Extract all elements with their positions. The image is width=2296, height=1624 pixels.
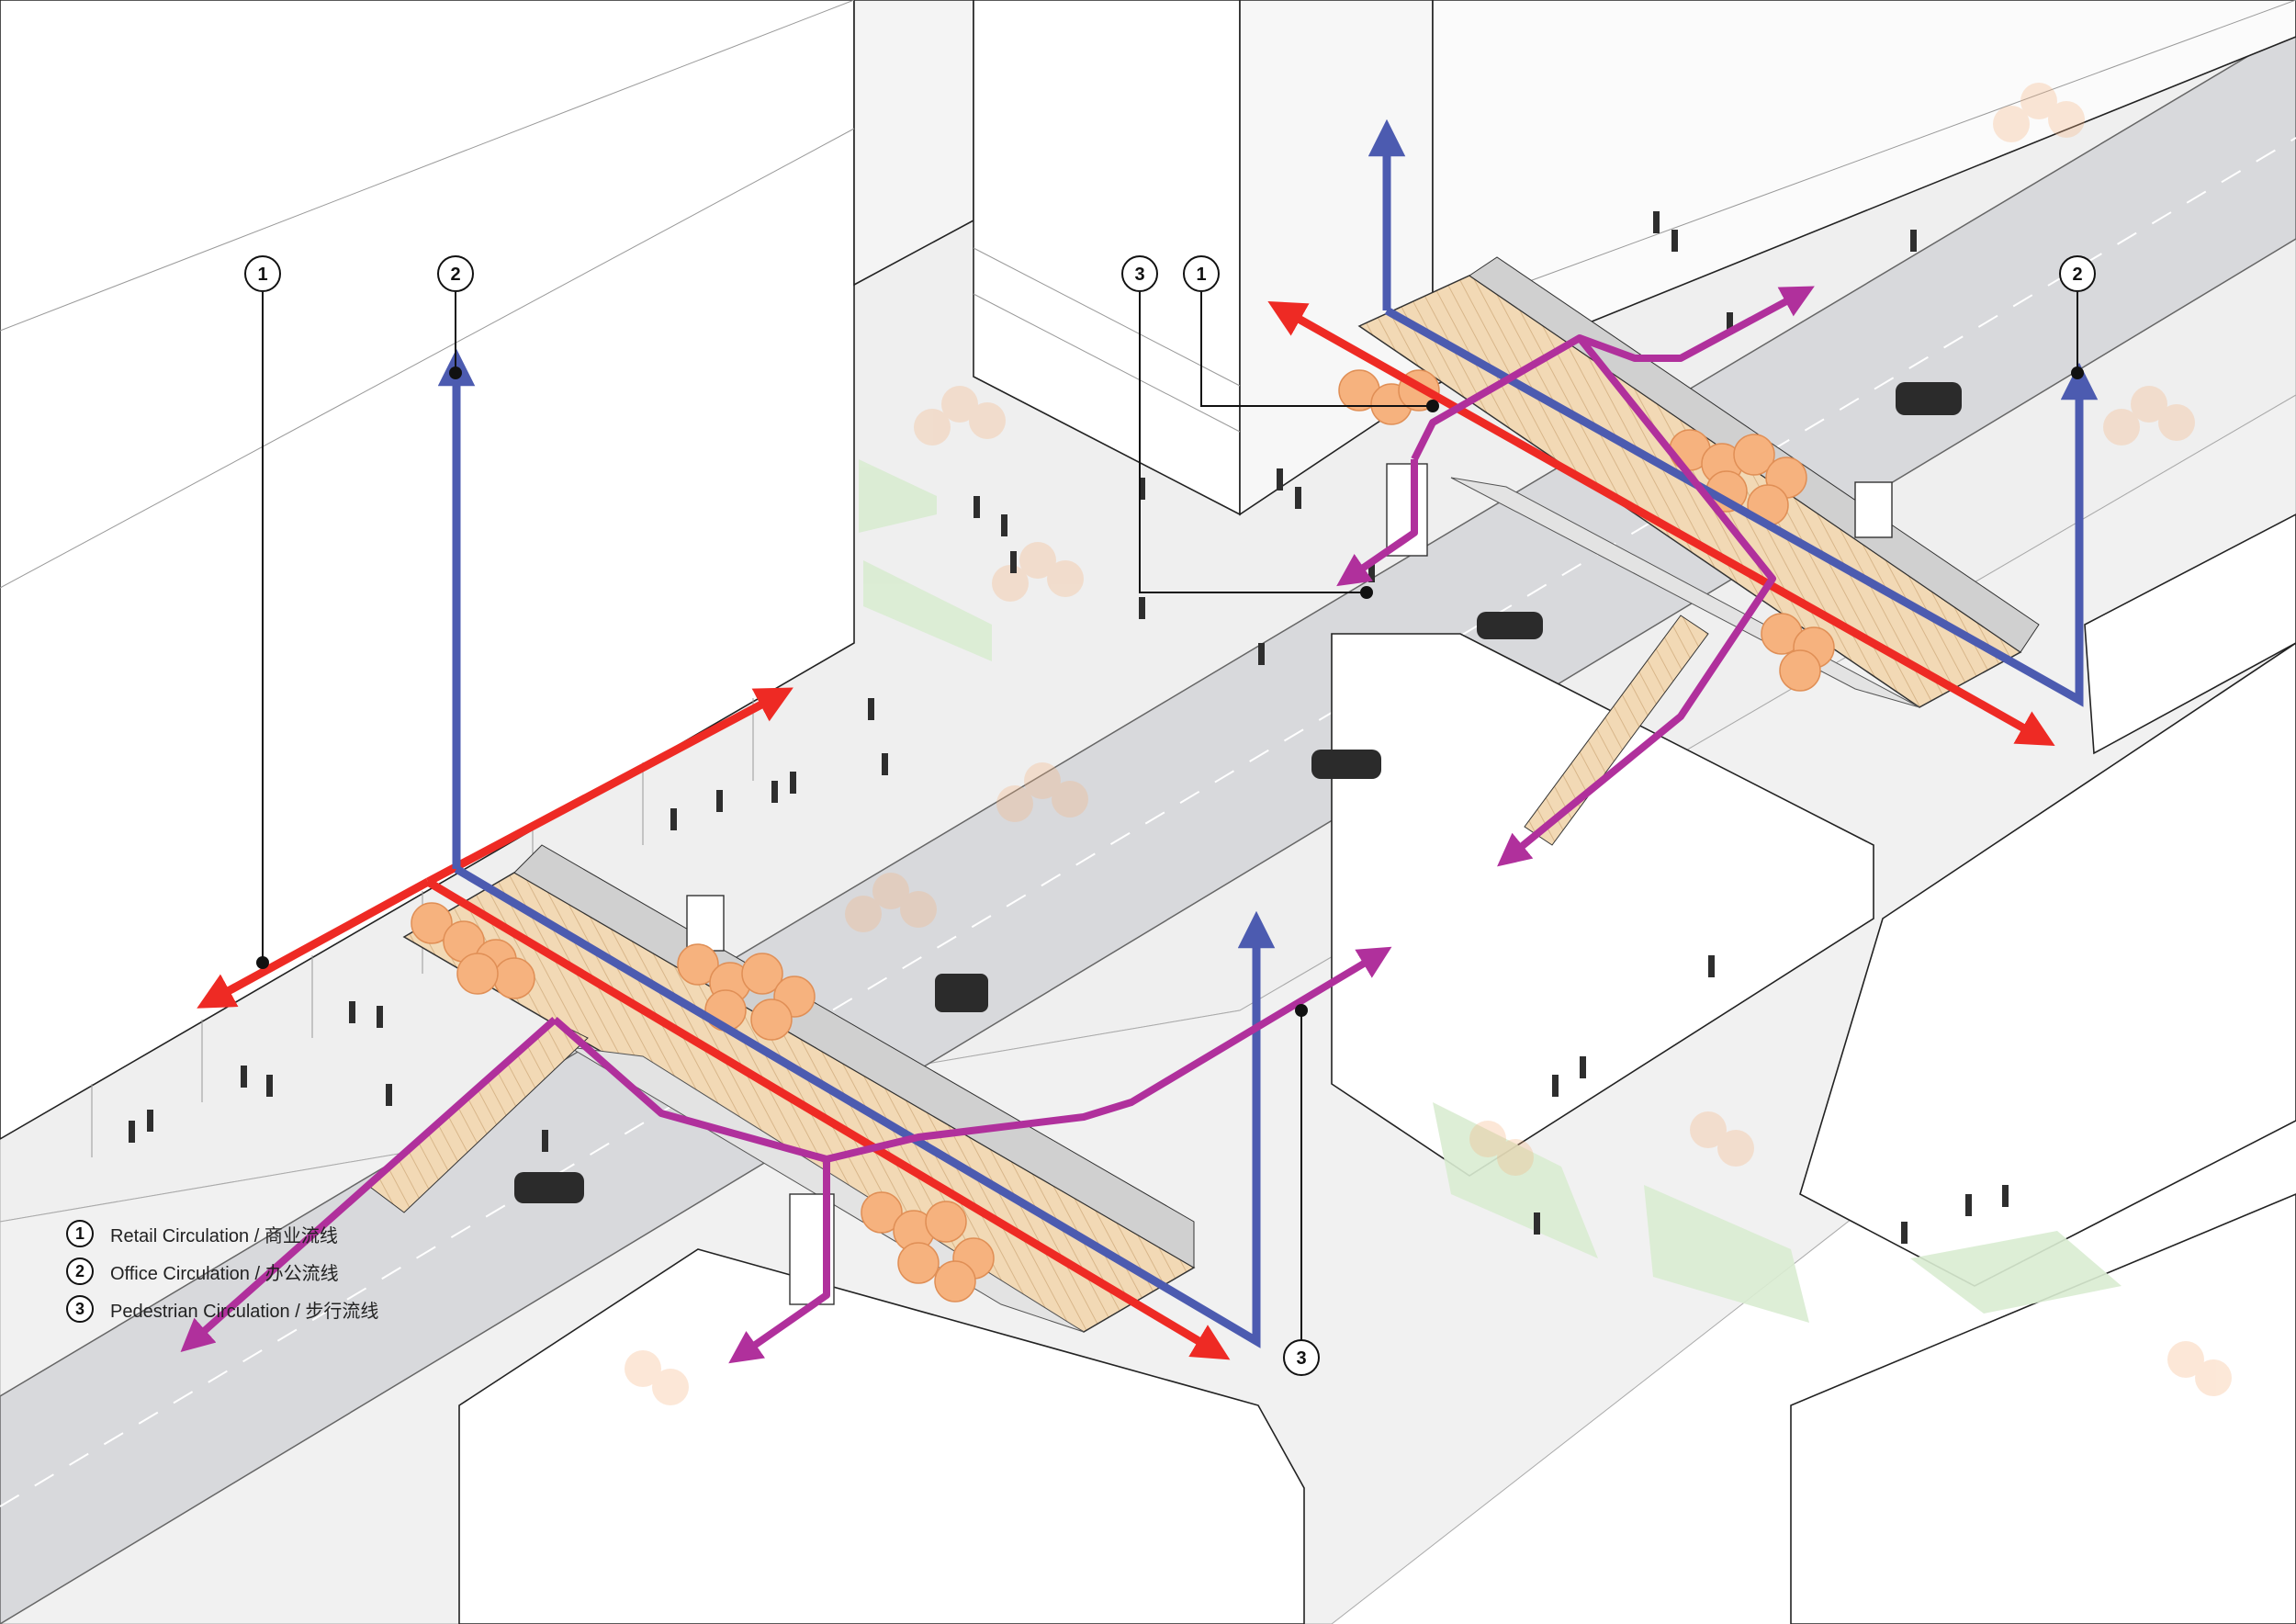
legend-number: 3 (66, 1295, 94, 1323)
svg-text:3: 3 (1296, 1348, 1306, 1369)
callout-bottom-pedestrian: 3 (1283, 1339, 1320, 1376)
legend-item-office: 2 Office Circulation / 办公流线 (66, 1256, 452, 1287)
legend-item-pedestrian: 3 Pedestrian Circulation / 步行流线 (66, 1293, 452, 1325)
legend-number: 2 (66, 1257, 94, 1285)
svg-text:1: 1 (1196, 265, 1206, 285)
svg-text:2: 2 (2072, 265, 2082, 285)
lawns (859, 459, 2122, 1323)
svg-text:2: 2 (450, 265, 460, 285)
legend-label: Office Circulation / 办公流线 (110, 1263, 339, 1284)
callout-dots (256, 367, 2084, 1017)
retail-circulation-arrows (197, 301, 2055, 1360)
legend-label: Retail Circulation / 商业流线 (110, 1225, 338, 1246)
pedestrian-circulation-arrows (180, 286, 1815, 1364)
callout-left-retail: 1 (244, 255, 281, 292)
callout-right-retail: 1 (1183, 255, 1220, 292)
legend: 1 Retail Circulation / 商业流线 2 Office Cir… (66, 1218, 452, 1331)
callout-left-office: 2 (437, 255, 474, 292)
callout-right-office: 2 (2059, 255, 2096, 292)
svg-text:1: 1 (257, 265, 267, 285)
legend-label: Pedestrian Circulation / 步行流线 (110, 1301, 379, 1322)
office-circulation-arrows (437, 118, 2099, 1348)
legend-item-retail: 1 Retail Circulation / 商业流线 (66, 1218, 452, 1249)
facade-lines (0, 0, 2296, 1157)
faded-trees (625, 83, 2232, 1405)
legend-number: 1 (66, 1220, 94, 1247)
svg-text:3: 3 (1134, 265, 1144, 285)
callout-leaders (262, 292, 2078, 1358)
callout-right-pedestrian: 3 (1121, 255, 1158, 292)
